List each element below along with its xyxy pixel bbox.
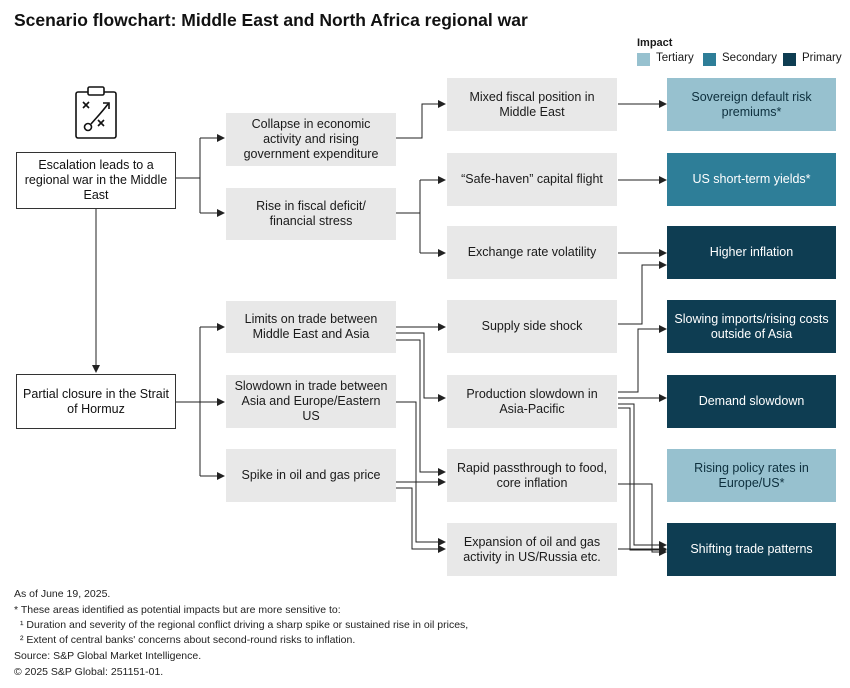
strategy-clipboard-icon: [75, 86, 117, 139]
node-production-slowdown: Production slowdown in Asia-Pacific: [447, 375, 617, 428]
legend-swatch-secondary: [703, 53, 716, 66]
footnote-source: Source: S&P Global Market Intelligence.: [14, 650, 202, 662]
footnote-note-1: ¹ Duration and severity of the regional …: [20, 619, 469, 631]
node-slowdown-trade: Slowdown in trade between Asia and Europ…: [226, 375, 396, 428]
legend-label-primary: Primary: [802, 52, 842, 64]
node-expansion: Expansion of oil and gas activity in US/…: [447, 523, 617, 576]
footnote-note-2: ² Extent of central banks' concerns abou…: [20, 634, 356, 646]
legend-swatch-primary: [783, 53, 796, 66]
impact-demand-slowdown: Demand slowdown: [667, 375, 836, 428]
impact-higher-inflation: Higher inflation: [667, 226, 836, 279]
chart-title: Scenario flowchart: Middle East and Nort…: [14, 10, 528, 30]
legend-label-secondary: Secondary: [722, 52, 777, 64]
footnote-copyright: © 2025 S&P Global: 251151-01.: [14, 666, 164, 678]
impact-policy-rates: Rising policy rates in Europe/US*: [667, 449, 836, 502]
node-escalation: Escalation leads to a regional war in th…: [16, 152, 176, 209]
legend-label-tertiary: Tertiary: [656, 52, 694, 64]
footnote-date: As of June 19, 2025.: [14, 588, 111, 600]
footnote-note: * These areas identified as potential im…: [14, 604, 341, 616]
node-strait-closure: Partial closure in the Strait of Hormuz: [16, 374, 176, 429]
node-passthrough: Rapid passthrough to food, core inflatio…: [447, 449, 617, 502]
impact-slowing-imports: Slowing imports/rising costs outside of …: [667, 300, 836, 353]
impact-sovereign-default: Sovereign default risk premiums*: [667, 78, 836, 131]
impact-us-yields: US short-term yields*: [667, 153, 836, 206]
node-capital-flight: “Safe-haven” capital flight: [447, 153, 617, 206]
node-limits-trade: Limits on trade between Middle East and …: [226, 301, 396, 353]
node-mixed-fiscal: Mixed fiscal position in Middle East: [447, 78, 617, 131]
legend-title: Impact: [637, 37, 673, 49]
node-fx-volatility: Exchange rate volatility: [447, 226, 617, 279]
node-supply-shock: Supply side shock: [447, 300, 617, 353]
legend-swatch-tertiary: [637, 53, 650, 66]
node-collapse: Collapse in economic activity and rising…: [226, 113, 396, 166]
node-oil-spike: Spike in oil and gas price: [226, 449, 396, 502]
impact-trade-patterns: Shifting trade patterns: [667, 523, 836, 576]
node-fiscal-deficit: Rise in fiscal deficit/ financial stress: [226, 188, 396, 240]
